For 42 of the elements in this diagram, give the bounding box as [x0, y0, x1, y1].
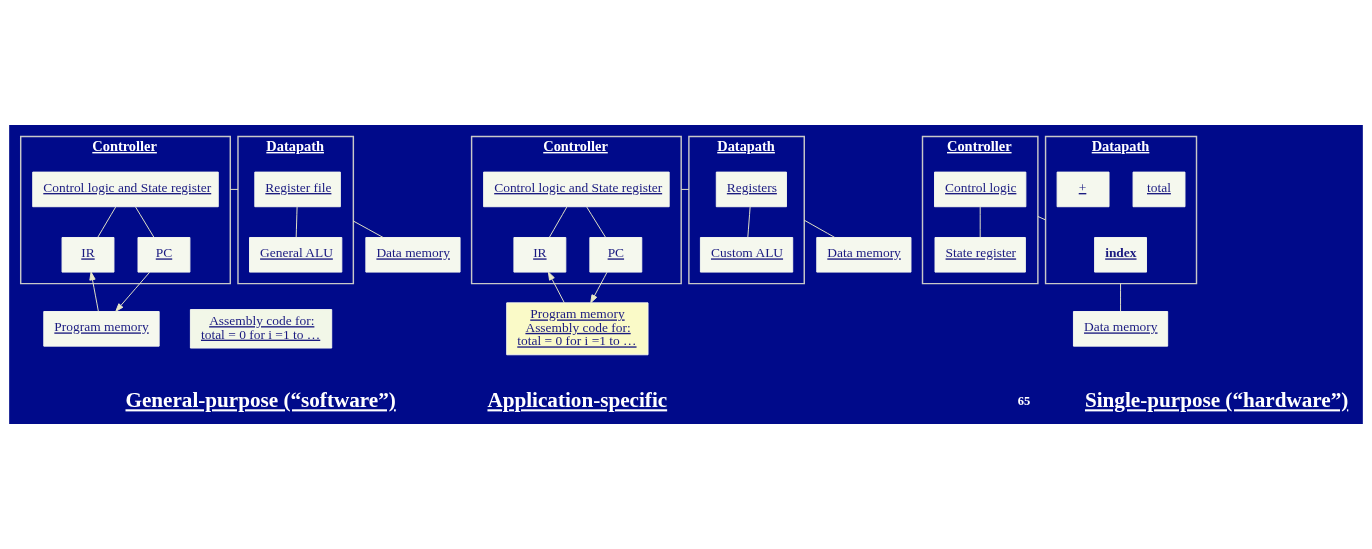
- connector: [747, 206, 751, 238]
- node-box: State register: [934, 237, 1026, 273]
- node-box: Custom ALU: [699, 237, 794, 273]
- connector: [97, 206, 117, 238]
- node-box: index: [1094, 237, 1147, 273]
- connector: [1120, 283, 1122, 312]
- connector: [135, 206, 155, 238]
- arrow: [115, 271, 151, 312]
- node-box: Registers: [715, 171, 787, 208]
- node-box: PC: [137, 237, 191, 273]
- node-box: Data memory: [816, 237, 912, 273]
- node-box: Program memory Assembly code for: total = 0 for i =1 to …: [506, 302, 649, 356]
- connector: [549, 206, 568, 238]
- label: Application-specific: [487, 388, 668, 413]
- arrow: [89, 271, 99, 312]
- node-box: +: [1056, 171, 1110, 208]
- node-box: Control logic and State register: [483, 171, 670, 208]
- node-box: Data memory: [365, 237, 461, 273]
- node-box: Assembly code for: total = 0 for i =1 to …: [189, 309, 333, 349]
- label: General-purpose (“software”): [125, 388, 396, 413]
- connector: [295, 206, 298, 238]
- connector: [586, 206, 606, 238]
- arrow: [590, 271, 608, 304]
- connector: [803, 219, 836, 238]
- connector: [1037, 215, 1047, 221]
- node-box: Control logic and State register: [32, 171, 219, 208]
- node-box: Program memory: [43, 311, 160, 347]
- label: 65: [1017, 394, 1031, 409]
- node-box: PC: [589, 237, 643, 273]
- node-box: General ALU: [249, 237, 343, 273]
- node-box: Control logic: [934, 171, 1027, 208]
- connector: [229, 188, 239, 190]
- node-box: Register file: [254, 171, 341, 208]
- node-box: total: [1132, 171, 1186, 208]
- node-box: IR: [61, 237, 115, 273]
- node-box: Data memory: [1072, 311, 1169, 347]
- connector: [979, 206, 981, 238]
- label: Single-purpose (“hardware”): [1084, 388, 1349, 413]
- arrow: [547, 271, 565, 304]
- connector: [352, 220, 384, 238]
- connector: [680, 188, 690, 190]
- node-box: IR: [513, 237, 567, 273]
